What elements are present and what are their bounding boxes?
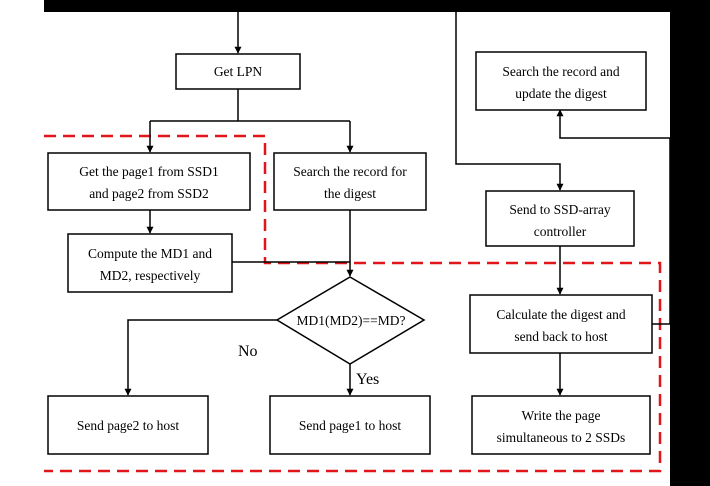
label-send-controller-1: Send to SSD-array [509, 202, 610, 217]
right-border-band [670, 0, 710, 486]
label-search-digest-1: Search the record for [293, 164, 407, 179]
label-yes: Yes [356, 371, 379, 388]
label-decision: MD1(MD2)==MD? [297, 313, 406, 328]
box-search-update [475, 51, 647, 111]
label-search-update-2: update the digest [515, 86, 607, 101]
label-compute-md-2: MD2, respectively [100, 268, 201, 283]
box-search-digest [273, 152, 427, 211]
box-write-page [471, 395, 651, 455]
box-compute-md [67, 233, 233, 293]
arrow-no-branch [124, 319, 277, 396]
red-dashed-region [44, 134, 662, 473]
label-get-pages-1: Get the page1 from SSD1 [79, 164, 218, 179]
box-get-lpn [175, 53, 301, 90]
label-get-lpn: Get LPN [214, 64, 263, 79]
box-send-page2 [47, 395, 209, 455]
box-send-page1 [269, 395, 431, 455]
box-send-controller [485, 190, 635, 247]
label-write-page-2: simultaneous to 2 SSDs [497, 430, 626, 445]
label-no: No [238, 343, 258, 360]
label-send-page1: Send page1 to host [299, 418, 402, 433]
decision-diamond [275, 276, 426, 365]
arrow-to-send-controller [455, 12, 564, 191]
label-search-digest-2: the digest [324, 186, 376, 201]
label-get-pages-2: and page2 from SSD2 [89, 186, 209, 201]
label-compute-md-1: Compute the MD1 and [88, 246, 212, 261]
label-send-page2: Send page2 to host [77, 418, 180, 433]
label-search-update-1: Search the record and [502, 64, 620, 79]
label-write-page-1: Write the page [522, 408, 601, 423]
label-send-controller-2: controller [534, 224, 587, 239]
arrow-feedback-to-search-update [556, 109, 671, 325]
box-get-pages [47, 152, 251, 211]
box-calculate-digest [469, 294, 653, 354]
top-border-band [44, 0, 710, 12]
label-calculate-digest-1: Calculate the digest and [496, 307, 626, 322]
label-calculate-digest-2: send back to host [514, 329, 608, 344]
